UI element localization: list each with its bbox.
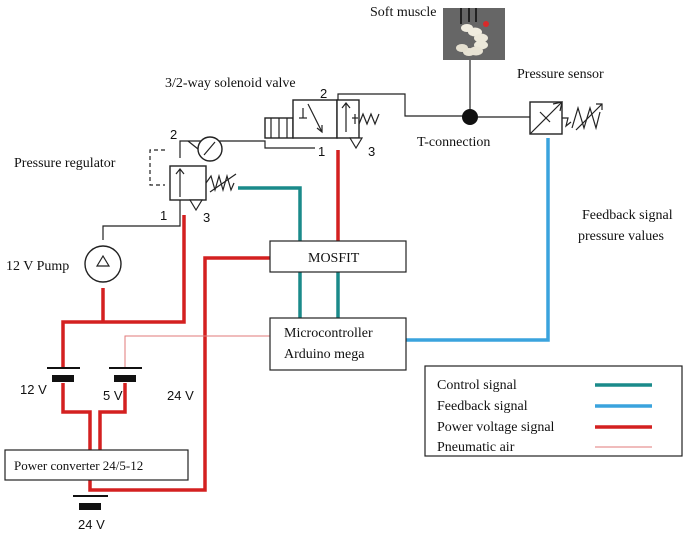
legend-label-control: Control signal [437,378,517,393]
regulator-port-3-label: 3 [203,210,210,225]
legend-label-power: Power voltage signal [437,420,555,435]
voltage-12v-label: 12 V [20,382,47,397]
power-converter-box [4,449,189,481]
voltage-24v-bottom-label: 24 V [78,517,105,532]
soft-muscle-label: Soft muscle [370,5,437,20]
battery-5v-icon [109,367,142,382]
mosfit-label: MOSFIT [308,251,360,266]
pump-symbol [84,245,122,283]
solenoid-valve-label: 3/2-way solenoid valve [165,76,296,91]
pressure-regulator-label: Pressure regulator [14,156,116,171]
feedback-signal-label: Feedback signal [582,208,673,223]
t-connection-label: T-connection [417,135,490,150]
battery-24v-icon [73,495,108,510]
pressure-regulator-symbol [149,136,237,212]
battery-12v-icon [47,367,80,382]
valve-port-2-label: 2 [320,86,327,101]
voltage-5v-label: 5 V [103,388,123,403]
soft-muscle-photo [443,8,505,60]
valve-port-3-label: 3 [368,144,375,159]
regulator-port-2-label: 2 [170,127,177,142]
power-converter-label: Power converter 24/5-12 [14,458,143,473]
feedback-line [405,138,550,342]
power-lines [61,150,340,492]
legend-label-pneumatic: Pneumatic air [437,440,515,455]
legend-label-feedback: Feedback signal [437,399,528,414]
solenoid-valve-symbol [264,99,380,150]
pneumatic-lines [102,60,530,240]
arduino-mega-label: Arduino mega [284,347,365,362]
control-lines [238,186,340,318]
voltage-24v-mid-label: 24 V [167,388,194,403]
legend-box [424,365,683,457]
pump-label: 12 V Pump [6,259,69,274]
regulator-port-1-label: 1 [160,208,167,223]
t-connection-node [462,109,478,125]
microcontroller-box [269,317,407,371]
pressure-sensor-label: Pressure sensor [517,67,604,82]
microcontroller-label: Microcontroller [284,326,373,341]
valve-port-1-label: 1 [318,144,325,159]
pressure-values-label: pressure values [578,229,664,244]
mosfit-box [269,240,407,273]
pressure-sensor-symbol [529,101,603,135]
pneumatic-air-line [124,335,270,368]
